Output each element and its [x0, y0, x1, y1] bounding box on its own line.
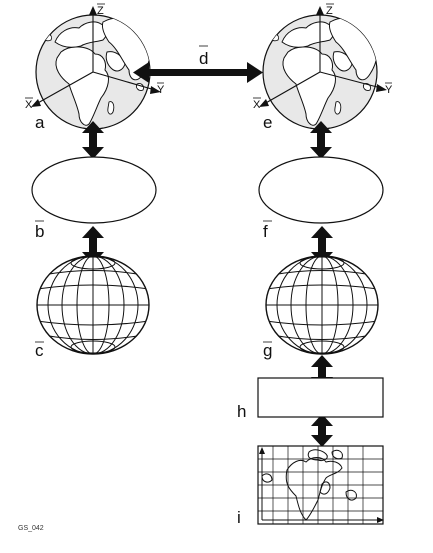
label-g: g — [263, 341, 272, 360]
label-f: f — [263, 222, 268, 241]
earth-globe-right: Z X Y — [253, 3, 393, 130]
x-axis-line — [35, 71, 94, 105]
axis-label-x-right: X — [253, 99, 261, 111]
label-e: e — [263, 113, 272, 132]
label-b: b — [35, 222, 44, 241]
label-i: i — [237, 508, 241, 527]
axis-label-z: Z — [97, 5, 104, 17]
ellipsoid-graticule-g — [265, 255, 379, 355]
earth-globe-left: Z X Y — [25, 3, 165, 130]
x-arrowhead-right-icon — [259, 99, 269, 107]
vertical-arrow-e-f — [310, 121, 332, 159]
axis-label-y-right: Y — [385, 84, 393, 96]
y-axis-line — [92, 71, 156, 91]
axis-label-z-right: Z — [326, 5, 333, 17]
x-arrowhead-icon — [31, 99, 41, 107]
z-arrowhead-icon — [89, 6, 97, 15]
axis-label-x: X — [25, 99, 33, 111]
label-h: h — [237, 402, 246, 421]
z-arrowhead-right-icon — [316, 6, 324, 15]
reference-ellipse-b — [31, 156, 157, 224]
figure-code: GS_042 — [18, 525, 44, 532]
y-axis-line-right — [319, 71, 382, 89]
vertical-arrow-a-b — [82, 121, 104, 159]
y-arrowhead-icon — [150, 86, 161, 94]
label-d: d — [199, 49, 208, 68]
vertical-arrow-h-i — [311, 414, 333, 447]
ellipsoid-graticule-c — [36, 255, 150, 355]
grid-map-i — [257, 445, 384, 525]
double-arrow-d — [133, 62, 263, 83]
label-a: a — [35, 113, 45, 132]
reference-ellipse-f — [258, 156, 384, 224]
y-arrowhead-right-icon — [376, 84, 387, 92]
x-axis-line-right — [263, 71, 321, 105]
label-c: c — [35, 341, 44, 360]
projection-box-h — [257, 377, 384, 418]
axis-label-y: Y — [157, 84, 165, 96]
